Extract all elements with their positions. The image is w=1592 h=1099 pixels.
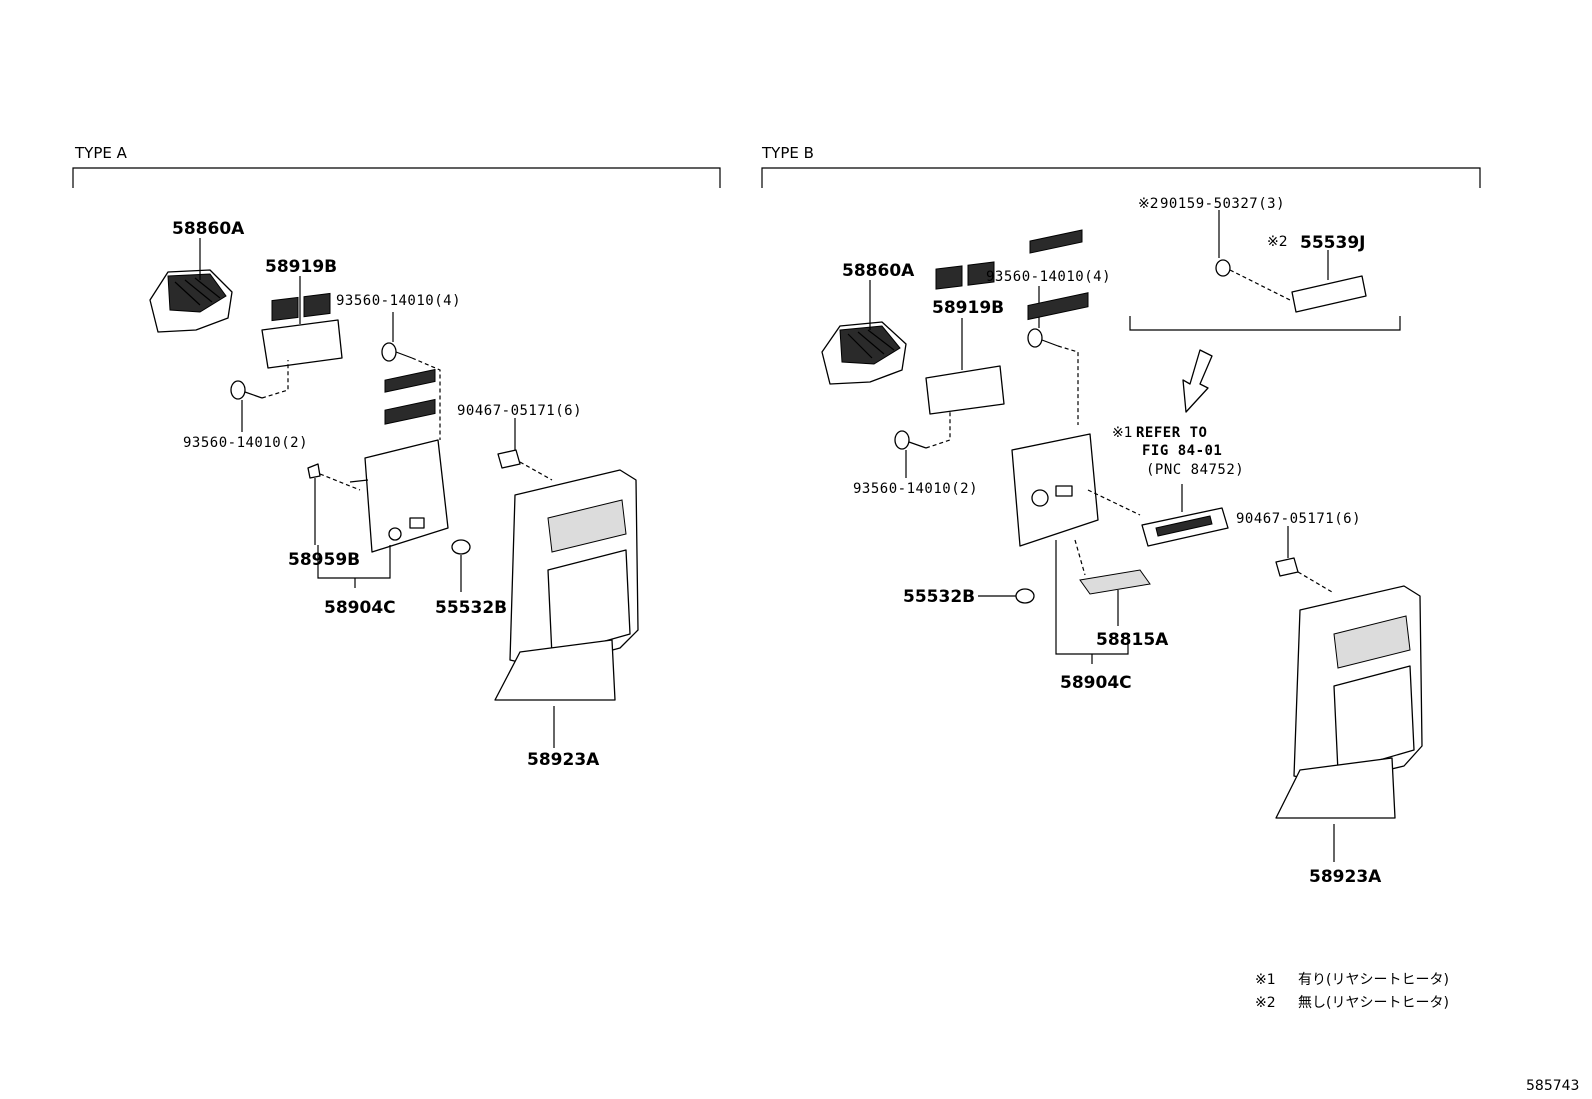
bracket-part-b [925,261,1005,415]
switch-part [1087,484,1229,547]
bracket-part [261,276,343,369]
figure-id: 585743 [1526,1078,1579,1094]
note-2-text: 無し(リヤシートヒータ) [1298,995,1449,1011]
label-refer-3: (PNC 84752) [1146,462,1244,478]
note-2-mark: ※2 [1255,995,1276,1011]
refer-mark: ※1 [1112,425,1133,441]
plug-part-b [978,588,1035,604]
label-small-clip: 58959B [288,550,360,570]
label-clip: 90467-05171(6) [457,403,582,419]
panel-part-b [1011,229,1099,547]
grille-part-b [821,280,907,385]
label-screw-left: 93560-14010(2) [183,435,308,451]
down-arrow-icon [1182,349,1213,413]
label-plug-b: 55532B [903,587,975,607]
label-console: 58923A [527,750,600,770]
clip-part [497,418,553,481]
pad-part [1074,539,1151,626]
screw-left-part-b [894,410,951,478]
notes: ※1 有り(リヤシートヒータ) ※2 無し(リヤシートヒータ) [1255,972,1449,1011]
type-b-bracket-line [761,167,1481,188]
type-b-title: TYPE B [761,144,814,162]
label-plug: 55532B [435,598,507,618]
plug-part [451,539,471,592]
label-console-b: 58923A [1309,867,1382,887]
type-a-section: TYPE A 58860A 58919B 93560-14010(4) [72,144,721,770]
label-clip-b: 90467-05171(6) [1236,511,1361,527]
type-a-bracket-line [72,167,721,188]
label-screw-top-b: 93560-14010(4) [986,269,1111,285]
label-cover: 55539J [1300,233,1365,253]
label-grille-b: 58860A [842,261,915,281]
screw-top-part [381,312,441,440]
label-pad: 58815A [1096,630,1169,650]
label-grille: 58860A [172,219,245,239]
label-refer-2: FIG 84-01 [1142,443,1222,459]
cover-mark: ※2 [1267,234,1288,250]
type-b-section: TYPE B ※2 90159-50327(3) ※2 55539J 58860… [761,144,1481,887]
label-panel-b: 58904C [1060,673,1132,693]
screw-opt-mark: ※2 [1138,196,1159,212]
panel-leader [317,545,391,579]
label-bracket-b: 58919B [932,298,1004,318]
panel-part [349,368,449,553]
optional-assembly [1129,210,1401,331]
label-panel: 58904C [324,598,396,618]
note-1-text: 有り(リヤシートヒータ) [1298,972,1449,988]
console-part-b [1275,585,1423,862]
screw-left-part [230,360,289,432]
label-screw-opt: 90159-50327(3) [1160,196,1285,212]
label-refer-1: REFER TO [1136,425,1207,441]
clip-part-b [1275,526,1333,593]
small-clip-part [307,463,361,545]
console-part [494,469,639,748]
label-bracket: 58919B [265,257,337,277]
note-1-mark: ※1 [1255,972,1276,988]
grille-part [149,238,233,333]
label-screw-top: 93560-14010(4) [336,293,461,309]
label-screw-left-b: 93560-14010(2) [853,481,978,497]
type-a-title: TYPE A [74,144,128,162]
